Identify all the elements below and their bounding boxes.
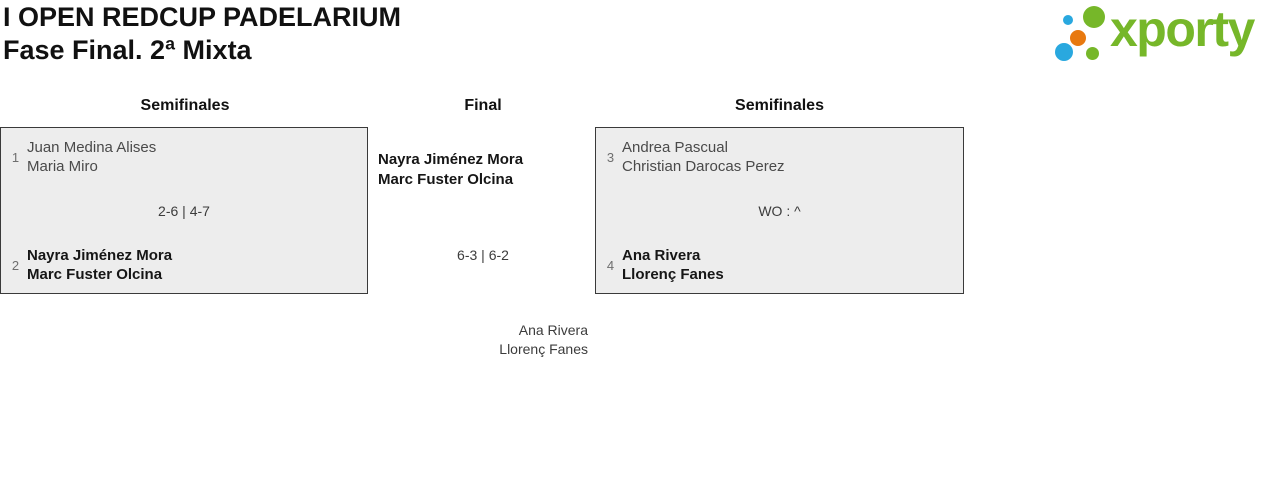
finalist-team: Nayra Jiménez Mora Marc Fuster Olcina (378, 150, 523, 190)
player-name: Llorenç Fanes (622, 266, 724, 283)
champion-team: Ana Rivera Llorenç Fanes (378, 321, 588, 359)
team-names: Juan Medina Alises Maria Miro (27, 138, 156, 176)
player-name: Llorenç Fanes (499, 341, 588, 357)
player-name: Ana Rivera (622, 247, 701, 264)
round-header-final: Final (464, 97, 502, 114)
player-name: Juan Medina Alises (27, 139, 157, 156)
team-names: Andrea Pascual Christian Darocas Perez (622, 138, 785, 176)
logo-dot-icon (1055, 43, 1073, 61)
player-name: Marc Fuster Olcina (378, 171, 514, 188)
player-name: Nayra Jiménez Mora (27, 247, 173, 264)
tournament-name: I OPEN REDCUP PADELARIUM (3, 2, 402, 32)
seed-number: 4 (606, 257, 615, 273)
match-score: WO : ^ (758, 202, 801, 219)
player-name: Andrea Pascual (622, 139, 728, 156)
seed-number: 1 (11, 149, 20, 165)
round-header-semifinales-right: Semifinales (735, 97, 824, 114)
semifinal-match-1: 1 Juan Medina Alises Maria Miro 2-6 | 4-… (0, 127, 368, 294)
team-row: 4 Ana Rivera Llorenç Fanes (604, 246, 724, 284)
player-name: Maria Miro (27, 158, 98, 175)
team-row: 1 Juan Medina Alises Maria Miro (9, 138, 156, 176)
team-names: Ana Rivera Llorenç Fanes (622, 246, 724, 284)
player-name: Christian Darocas Perez (622, 158, 785, 175)
player-name: Marc Fuster Olcina (27, 266, 163, 283)
team-names: Nayra Jiménez Mora Marc Fuster Olcina (27, 246, 172, 284)
phase-category: Fase Final. 2ª Mixta (3, 35, 252, 65)
semifinal-match-2: 3 Andrea Pascual Christian Darocas Perez… (595, 127, 964, 294)
round-header-semifinales-left: Semifinales (140, 97, 230, 114)
xporty-logo[interactable]: xporty (1050, 0, 1280, 76)
player-name: Nayra Jiménez Mora (378, 151, 524, 168)
logo-dot-icon (1063, 15, 1073, 25)
page-title: I OPEN REDCUP PADELARIUM Fase Final. 2ª … (3, 1, 401, 67)
player-name: Ana Rivera (518, 322, 588, 338)
logo-dot-icon (1083, 6, 1105, 28)
logo-dot-icon (1070, 30, 1086, 46)
team-row: 2 Nayra Jiménez Mora Marc Fuster Olcina (9, 246, 172, 284)
xporty-logo-text: xporty (1110, 1, 1255, 57)
logo-dot-icon (1086, 47, 1099, 60)
match-score: 2-6 | 4-7 (158, 202, 210, 219)
seed-number: 2 (11, 257, 20, 273)
final-score: 6-3 | 6-2 (457, 247, 509, 263)
seed-number: 3 (606, 149, 615, 165)
team-row: 3 Andrea Pascual Christian Darocas Perez (604, 138, 785, 176)
